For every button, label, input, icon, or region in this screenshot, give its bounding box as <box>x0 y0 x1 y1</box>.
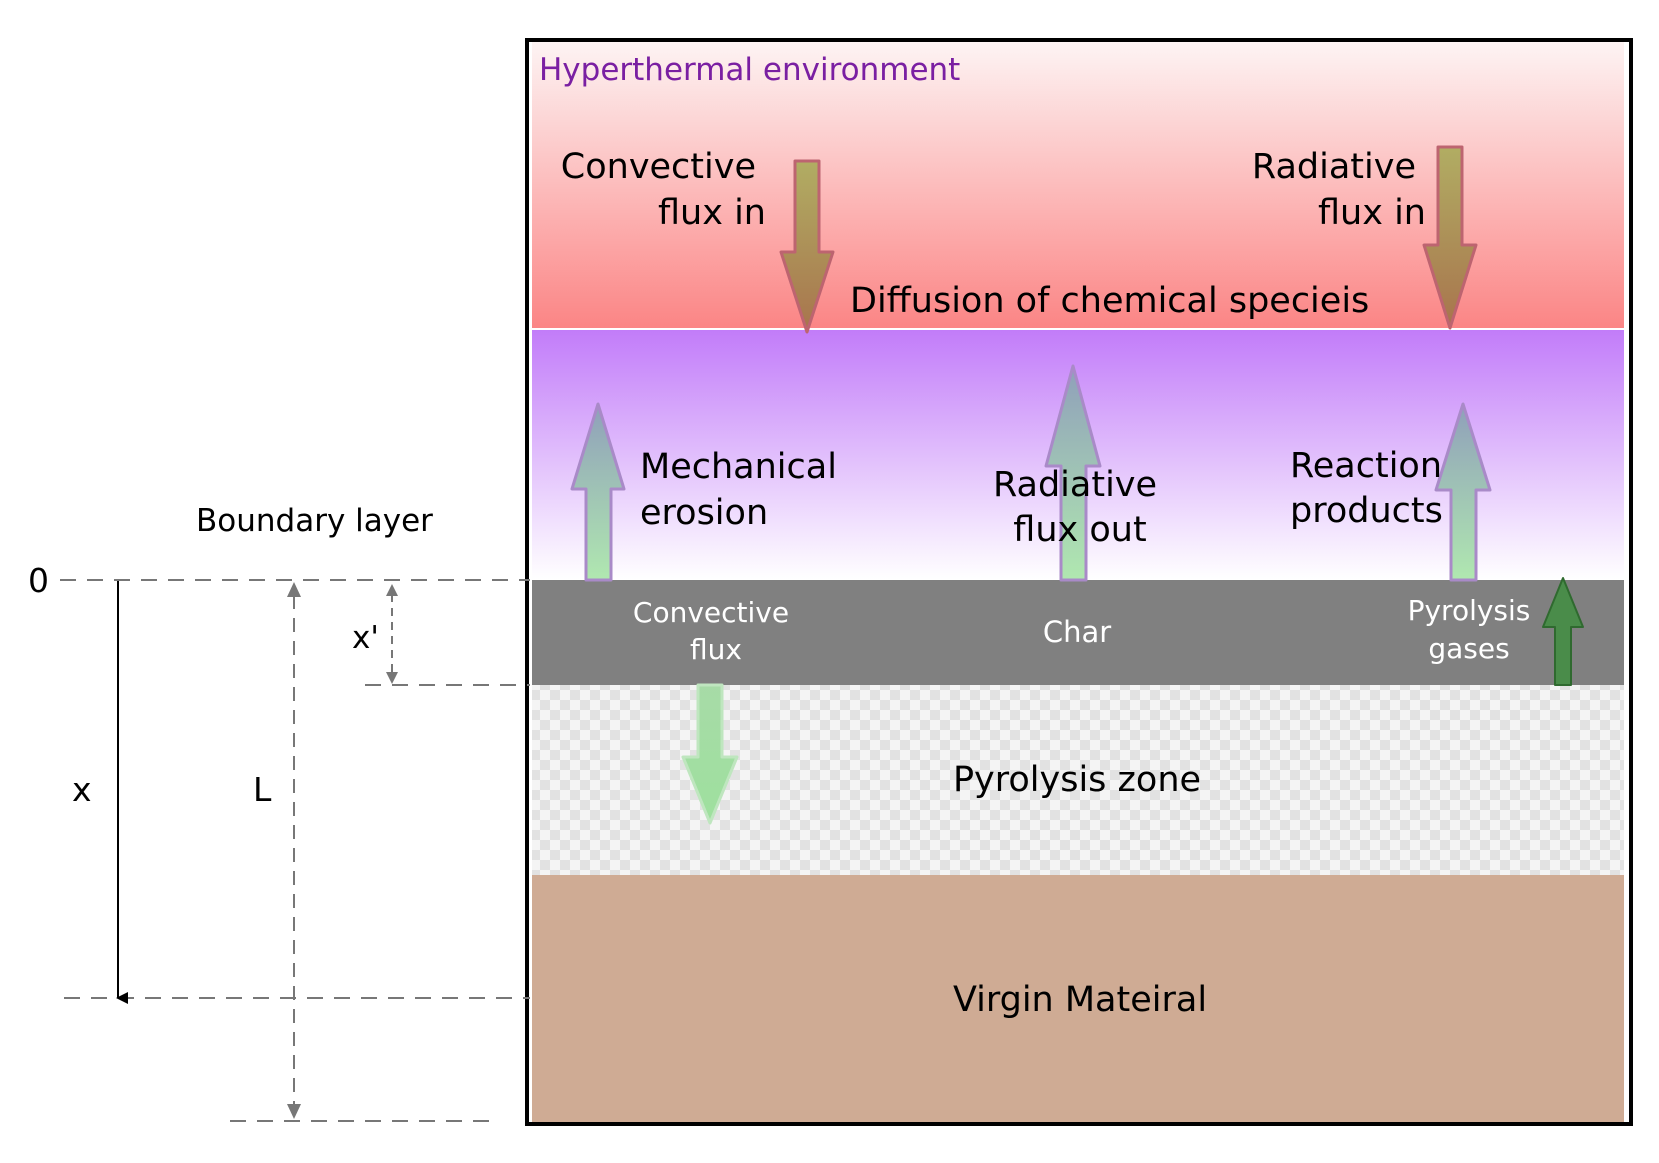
radiative-flux-in-arrow <box>1422 145 1478 330</box>
radiative-flux-out-arrow <box>1044 364 1102 582</box>
convective-flux-label-2: flux <box>690 633 742 666</box>
pyrolysis-gases-arrow <box>1542 577 1584 686</box>
radiative-flux-in-label: Radiative <box>1252 147 1416 187</box>
x-prime-label: x' <box>352 620 379 656</box>
reaction-products-label: Reaction <box>1290 446 1442 486</box>
x-label: x <box>72 770 92 809</box>
convective-flux-down-arrow <box>681 683 739 825</box>
diffusion-label: Diffusion of chemical specieis <box>850 281 1369 321</box>
mechanical-erosion-arrow <box>570 402 626 582</box>
reaction-products-arrow <box>1434 402 1492 582</box>
pyrolysis-gases-label-2: gases <box>1428 632 1509 665</box>
zero-label: 0 <box>28 561 49 600</box>
char-layer <box>532 580 1624 685</box>
material-frame <box>525 38 1633 1126</box>
radiative-flux-out-label: Radiative <box>993 465 1157 505</box>
hyperthermal-environment-label: Hyperthermal environment <box>539 52 960 88</box>
pyrolysis-zone-label: Pyrolysis zone <box>953 760 1201 800</box>
convective-flux-in-label-2: flux in <box>658 193 766 233</box>
mechanical-erosion-label-2: erosion <box>640 493 768 533</box>
convective-flux-label: Convective <box>633 596 789 629</box>
reaction-products-label-2: products <box>1290 491 1443 531</box>
virgin-material-label: Virgin Mateiral <box>953 980 1207 1020</box>
mechanical-erosion-label: Mechanical <box>640 447 837 487</box>
convective-flux-in-label: Convective <box>561 147 756 187</box>
convective-flux-in-arrow <box>779 159 835 334</box>
pyrolysis-gases-label: Pyrolysis <box>1408 594 1531 627</box>
radiative-flux-in-label-2: flux in <box>1318 193 1426 233</box>
radiative-flux-out-label-2: flux out <box>1013 510 1146 550</box>
virgin-material-layer <box>532 875 1624 1123</box>
L-label: L <box>253 770 272 809</box>
boundary-layer-label: Boundary layer <box>196 503 433 539</box>
char-label: Char <box>1043 615 1111 649</box>
